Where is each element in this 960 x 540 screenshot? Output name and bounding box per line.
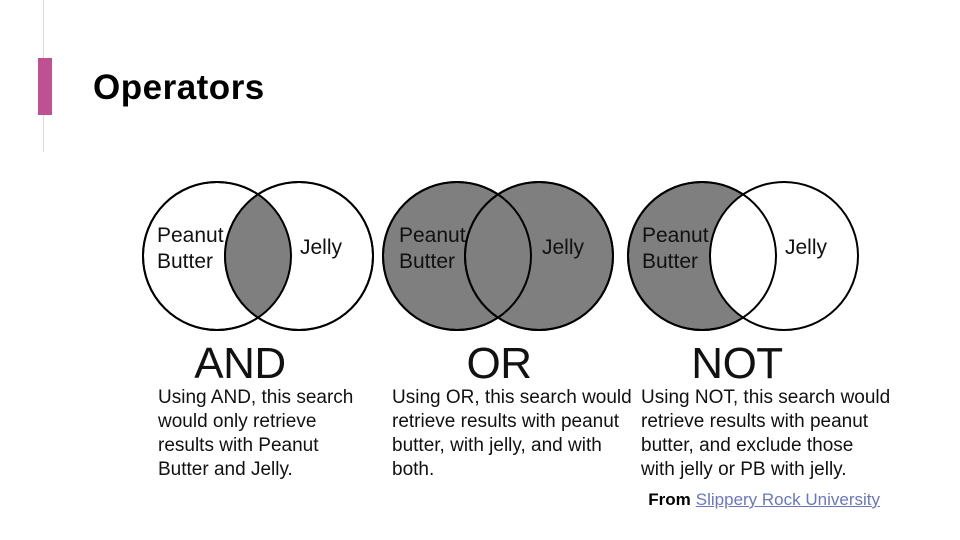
venn-or-label-butter: Butter bbox=[399, 250, 455, 273]
operator-heading-or: OR bbox=[466, 339, 533, 388]
description-line: Using AND, this search bbox=[158, 387, 354, 408]
page-title: Operators bbox=[93, 68, 265, 107]
description-line: Using NOT, this search would bbox=[641, 387, 891, 408]
description-line: Butter and Jelly. bbox=[158, 459, 293, 480]
title-accent-bar bbox=[38, 58, 52, 115]
venn-and-label-butter: Butter bbox=[157, 250, 213, 273]
attribution-prefix: From bbox=[648, 490, 691, 509]
venn-and-left-outline bbox=[142, 181, 292, 331]
venn-and-right-outline bbox=[224, 181, 374, 331]
attribution-link[interactable]: Slippery Rock University bbox=[695, 490, 880, 509]
venn-not-left-outline bbox=[627, 181, 777, 331]
description-line: both. bbox=[392, 459, 435, 480]
description-line: butter, with jelly, and with bbox=[392, 435, 602, 456]
venn-or-label-peanut: Peanut bbox=[399, 224, 466, 247]
venn-diagram-not: Peanut Butter Jelly bbox=[627, 181, 859, 331]
operator-heading-not: NOT bbox=[691, 339, 783, 388]
description-line: retrieve results with peanut bbox=[392, 411, 620, 432]
venn-diagram-or: Peanut Butter Jelly bbox=[382, 181, 614, 331]
venn-or-label-jelly: Jelly bbox=[542, 236, 585, 259]
venn-not-label-jelly: Jelly bbox=[785, 236, 828, 259]
description-line: with jelly or PB with jelly. bbox=[641, 459, 847, 480]
venn-and-label-jelly: Jelly bbox=[300, 236, 343, 259]
venn-diagram-and: Peanut Butter Jelly bbox=[142, 181, 374, 331]
operator-heading-and: AND bbox=[194, 339, 286, 388]
operator-description-and: Using AND, this search would only retrie… bbox=[158, 386, 353, 482]
description-line: would only retrieve bbox=[158, 411, 317, 432]
venn-or-left-outline bbox=[382, 181, 532, 331]
description-line: results with Peanut bbox=[158, 435, 319, 456]
venn-or-right-outline bbox=[464, 181, 614, 331]
operator-description-or: Using OR, this search would retrieve res… bbox=[392, 386, 632, 482]
venn-and-intersection-shade bbox=[225, 182, 291, 330]
venn-not-right-circle bbox=[709, 181, 859, 331]
venn-not-label-peanut: Peanut bbox=[642, 224, 709, 247]
description-line: retrieve results with peanut bbox=[641, 411, 869, 432]
operator-description-not: Using NOT, this search would retrieve re… bbox=[641, 386, 890, 482]
description-line: Using OR, this search would bbox=[392, 387, 632, 408]
venn-not-label-butter: Butter bbox=[642, 250, 698, 273]
venn-and-label-peanut: Peanut bbox=[157, 224, 224, 247]
description-line: butter, and exclude those bbox=[641, 435, 854, 456]
